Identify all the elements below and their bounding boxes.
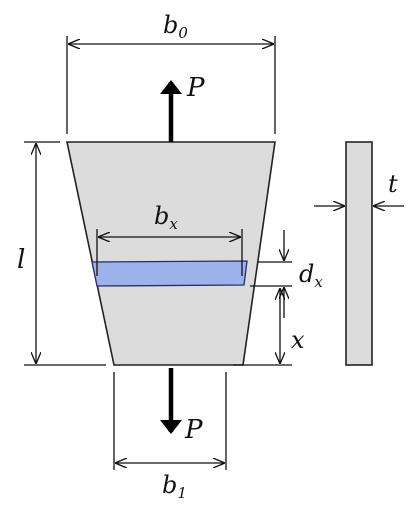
b1-label: b1 [162,471,187,502]
l-label: l [17,245,25,275]
bx-label: bx [154,202,178,233]
t-label: t [388,170,398,198]
top-force-label: P [186,73,205,103]
differential-strip [91,260,248,287]
dx-label: dx [299,260,323,291]
x-label: x [291,326,305,354]
b0-label: b0 [163,11,188,42]
tapered-bar-body [66,141,276,366]
side-view-plate [345,141,373,366]
bottom-force-label: P [184,415,203,445]
